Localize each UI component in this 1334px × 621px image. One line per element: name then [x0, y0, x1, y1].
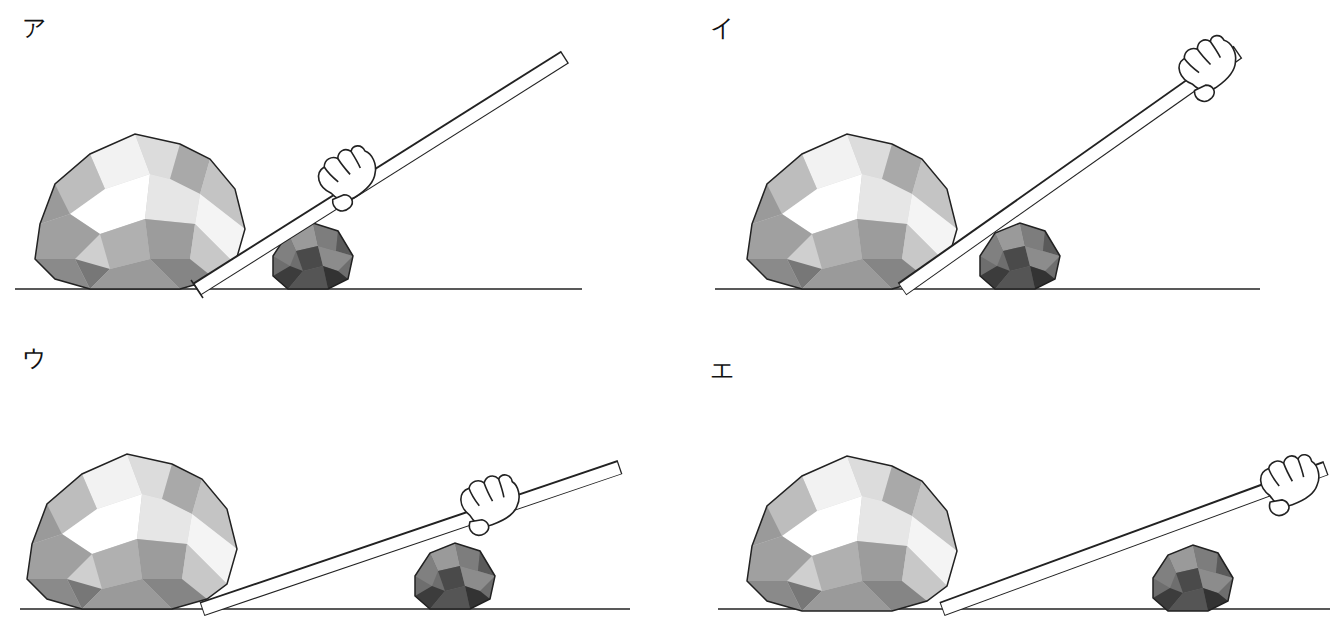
panel-label: エ	[710, 358, 735, 382]
panel-label: ウ	[22, 346, 47, 370]
panel-label: ア	[22, 16, 47, 40]
panel-label: イ	[710, 16, 735, 40]
